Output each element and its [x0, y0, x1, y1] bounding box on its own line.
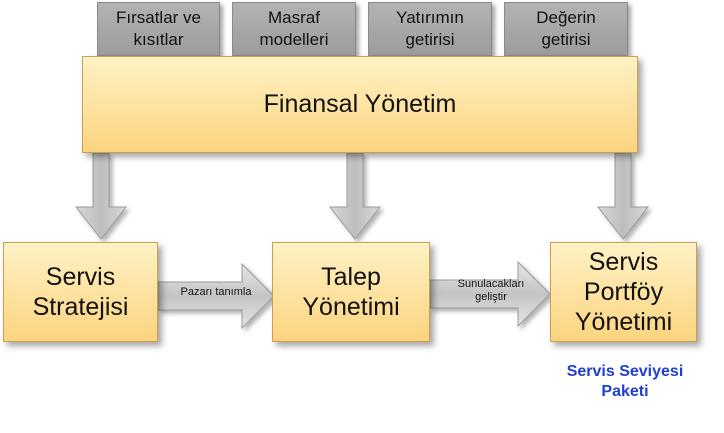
- service-strategy-line1: Servis: [45, 263, 116, 291]
- demand-management-line2: Yönetimi: [302, 293, 400, 321]
- right-arrow-demand-to-portfolio: [429, 260, 551, 328]
- tab-label: Masraf modelleri: [259, 8, 329, 49]
- package-line2: Paketi: [601, 383, 649, 400]
- service-portfolio-line2: Portföy: [583, 278, 664, 306]
- tab-yatirim: Yatırımın getirisi: [368, 2, 492, 56]
- service-portfolio-line3: Yönetimi: [574, 308, 673, 336]
- down-arrow-to-portfolio: [596, 152, 650, 240]
- service-portfolio-line1: Servis: [588, 248, 659, 276]
- right-arrow-strategy-to-demand: [157, 262, 275, 330]
- arrow-label-define-market: Pazarı tanımla: [180, 286, 252, 298]
- arrow-label-line1: Sunulacakları: [457, 278, 525, 290]
- service-strategy-box: Servis Stratejisi: [3, 242, 158, 342]
- financial-management-label: Finansal Yönetim: [263, 90, 457, 118]
- tab-label: Fırsatlar ve kısıtlar: [115, 8, 202, 49]
- demand-management-line1: Talep: [321, 263, 381, 291]
- service-level-package-label: Servis Seviyesi Paketi: [545, 362, 705, 402]
- demand-management-box: Talep Yönetimi: [272, 242, 430, 342]
- arrow-label-line2: geliştir: [475, 291, 507, 303]
- tab-masraf: Masraf modelleri: [232, 2, 356, 56]
- financial-management-box: Finansal Yönetim: [82, 56, 638, 153]
- tab-deger: Değerin getirisi: [504, 2, 628, 56]
- service-portfolio-box: Servis Portföy Yönetimi: [550, 242, 697, 342]
- package-line1: Servis Seviyesi: [566, 363, 684, 380]
- down-arrow-to-strategy: [74, 152, 128, 240]
- down-arrow-to-demand: [328, 152, 382, 240]
- tab-label: Değerin getirisi: [536, 8, 596, 49]
- tab-firsatlar: Fırsatlar ve kısıtlar: [97, 2, 220, 56]
- service-strategy-line2: Stratejisi: [32, 293, 129, 321]
- tab-label: Yatırımın getirisi: [396, 8, 464, 49]
- arrow-label-develop-offerings: Sunulacakları geliştir: [433, 278, 549, 304]
